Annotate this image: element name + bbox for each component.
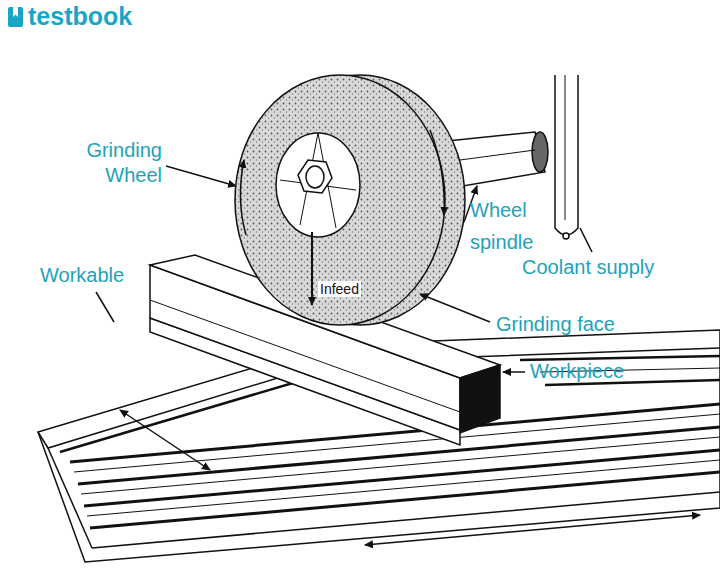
infeed-arrow (311, 232, 313, 305)
workpiece (150, 255, 500, 445)
logo-icon (8, 7, 23, 27)
coolant-pipe (555, 75, 578, 239)
motion-label: Infeed (318, 281, 361, 297)
leader-lines (96, 166, 592, 372)
part-label: Workpiece (530, 360, 624, 383)
part-label: Grinding face (496, 313, 615, 336)
part-label: Grinding Wheel (64, 138, 162, 188)
grinding-wheel (235, 75, 465, 325)
part-label: Wheel spindle (470, 194, 560, 258)
part-label: Coolant supply (522, 256, 654, 279)
part-label: Workable (40, 264, 124, 287)
logo-watermark: testbook (28, 2, 132, 31)
